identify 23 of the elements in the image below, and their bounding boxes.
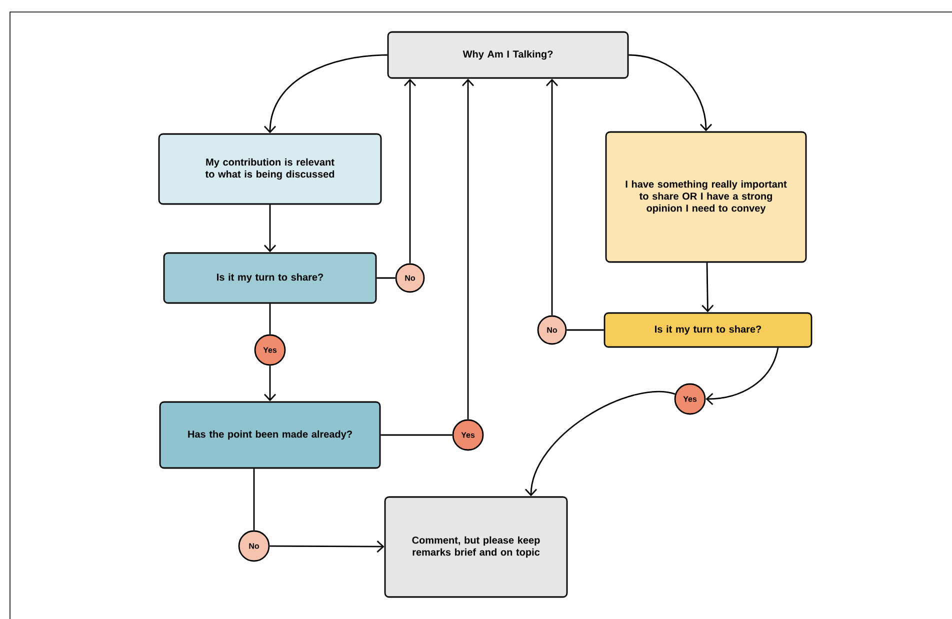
arrow <box>628 54 712 132</box>
statement-box: My contribution is relevant to what is being discussed <box>158 133 382 205</box>
question-box: Has the point been made already? <box>159 401 381 469</box>
title-box: Why Am I Talking? <box>387 31 629 79</box>
connector-line <box>376 277 396 279</box>
question-box: Is it my turn to share? <box>163 252 377 304</box>
outcome-box: Comment, but please keep remarks brief and on topic <box>384 496 568 598</box>
connector-line <box>380 434 452 436</box>
arrow <box>525 391 676 496</box>
connector-line <box>269 304 271 334</box>
arrow <box>462 78 474 420</box>
question-box: Is it my turn to share? <box>604 312 812 348</box>
arrow <box>546 78 558 316</box>
connector-line <box>566 329 604 331</box>
arrow <box>706 348 779 406</box>
arrow <box>264 54 388 134</box>
arrow <box>404 78 416 264</box>
arrow <box>264 366 276 402</box>
arrow <box>264 204 276 252</box>
statement-box: I have something really important to share OR I have a strong opinion I need to convey <box>605 131 807 263</box>
arrow <box>270 540 384 553</box>
arrow <box>702 262 714 312</box>
connector-line <box>253 468 255 530</box>
